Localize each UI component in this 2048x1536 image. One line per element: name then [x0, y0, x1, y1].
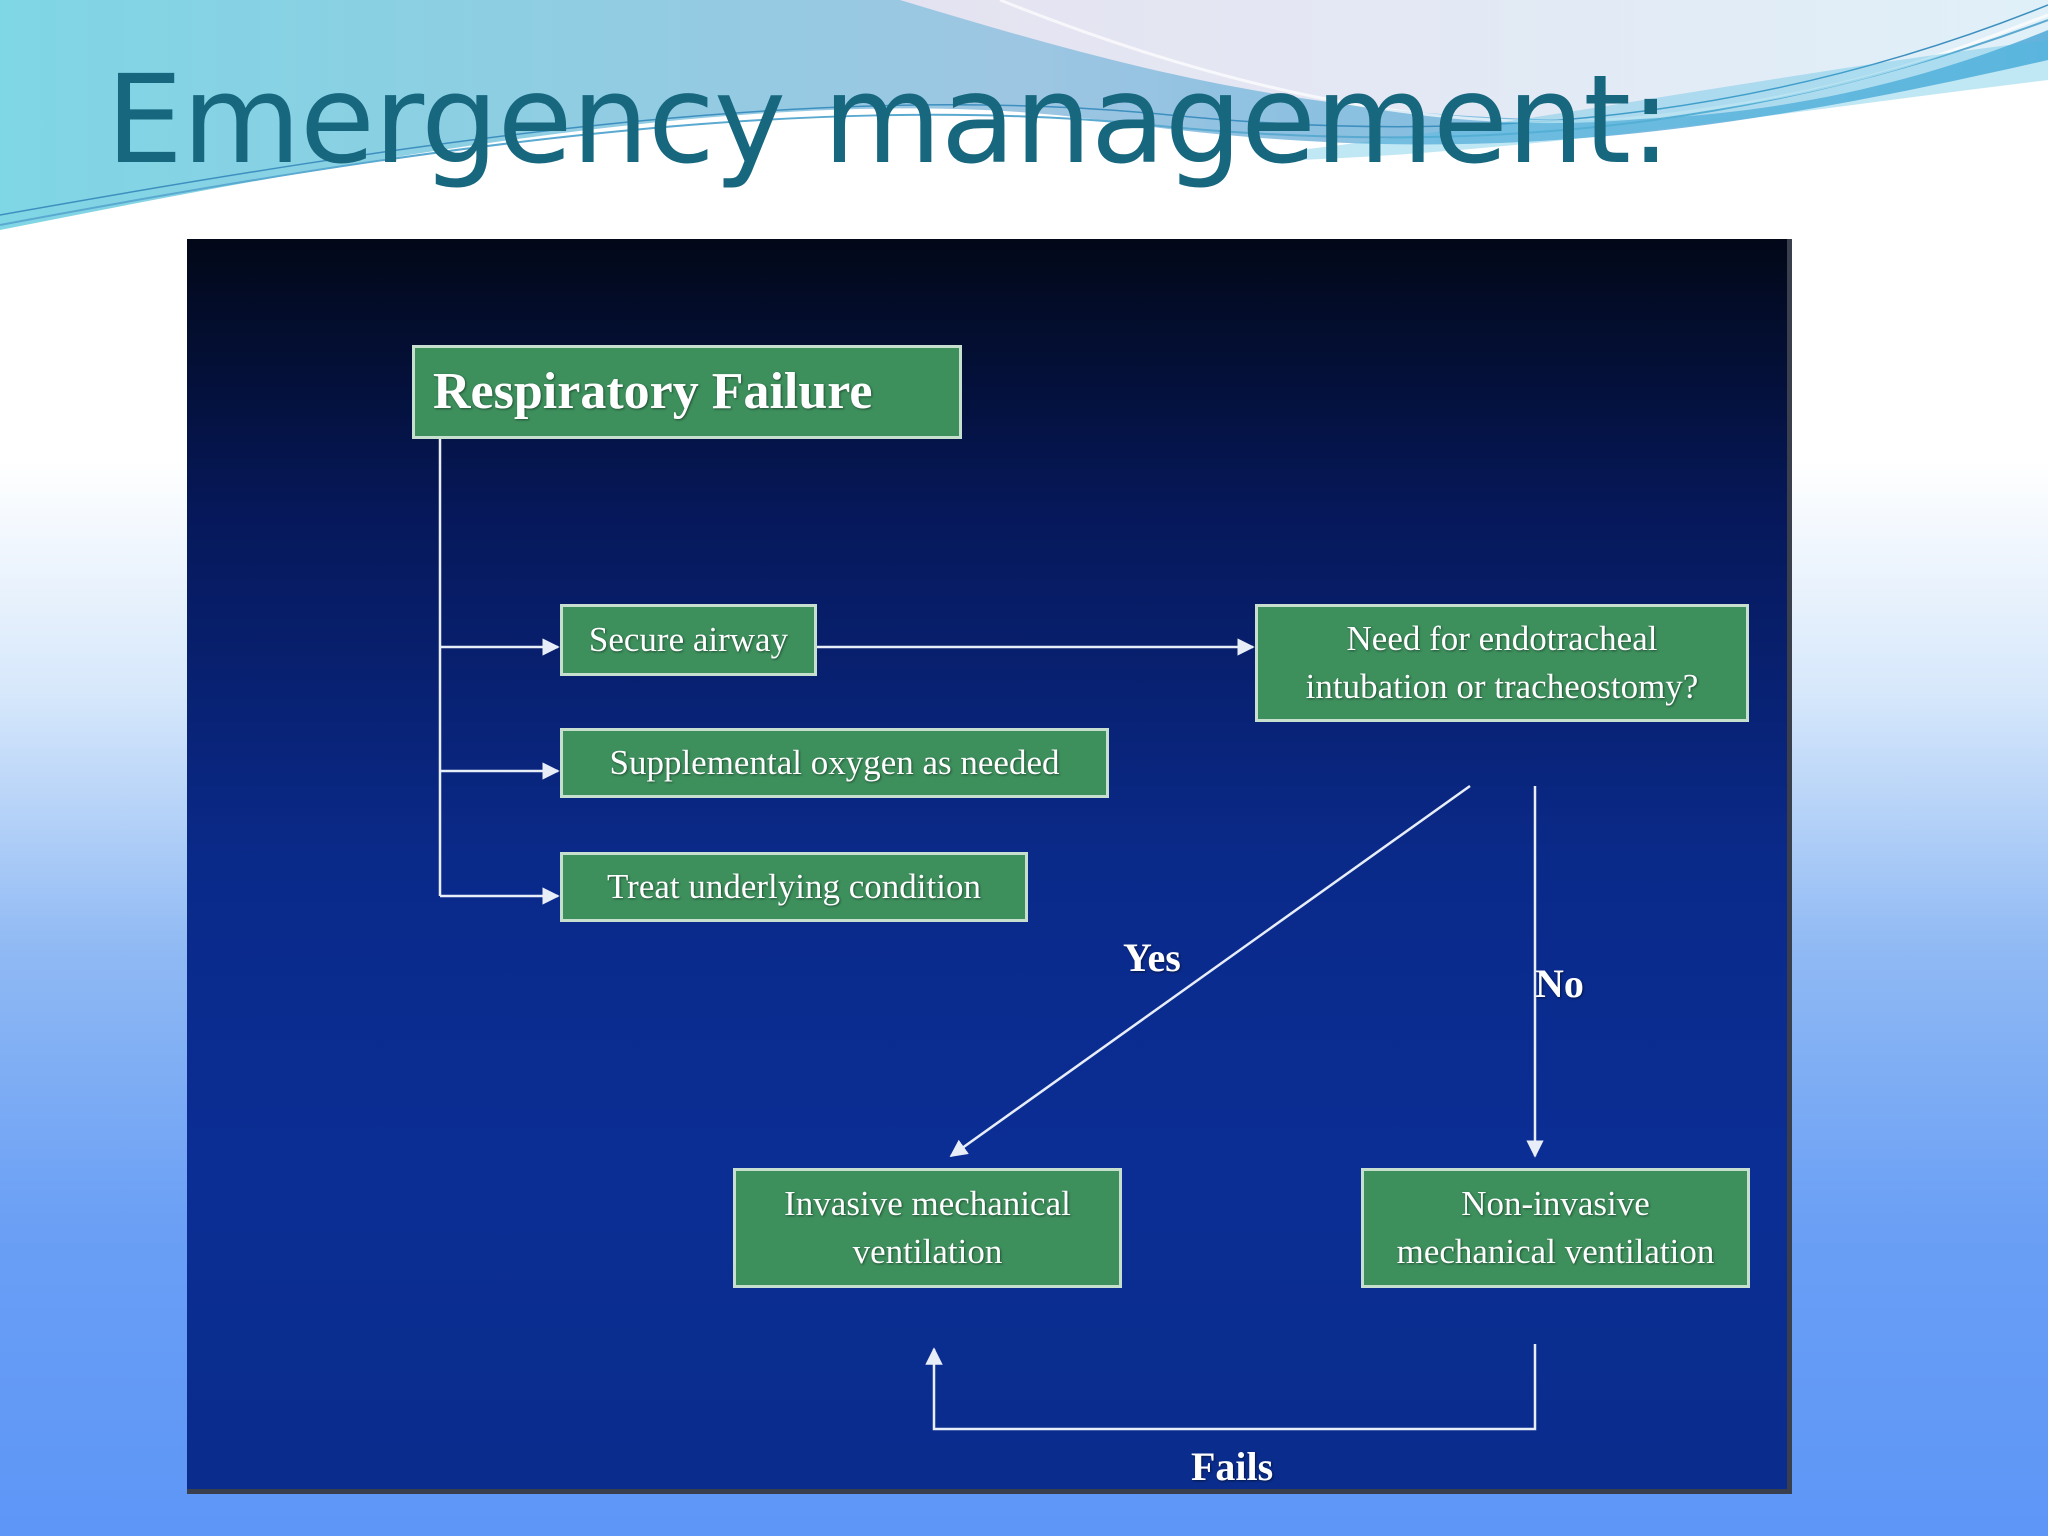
- secure-airway-node: Secure airway: [560, 604, 817, 676]
- noninvasive-line-2: mechanical ventilation: [1396, 1232, 1715, 1271]
- supplemental-oxygen-node: Supplemental oxygen as needed: [560, 728, 1109, 798]
- slide-title: Emergency management:: [106, 49, 1671, 191]
- yes-edge-label: Yes: [1123, 935, 1181, 980]
- invasive-ventilation-node: Invasive mechanical ventilation: [733, 1168, 1122, 1288]
- respiratory-failure-node: Respiratory Failure: [412, 345, 962, 439]
- intubation-decision-node: Need for endotracheal intubation or trac…: [1255, 604, 1749, 722]
- title-wave-decoration: [0, 0, 2048, 230]
- invasive-line-1: Invasive mechanical: [784, 1184, 1071, 1223]
- noninvasive-line-1: Non-invasive: [1461, 1184, 1650, 1223]
- noninvasive-ventilation-node: Non-invasive mechanical ventilation: [1361, 1168, 1750, 1288]
- secure-airway-label: Secure airway: [588, 620, 789, 659]
- arrow-yes-to-invasive: [949, 784, 1471, 1158]
- respiratory-failure-label: Respiratory Failure: [433, 363, 873, 420]
- invasive-line-2: ventilation: [852, 1232, 1003, 1271]
- treat-underlying-condition-label: Treat underlying condition: [607, 867, 981, 906]
- decision-line-2: intubation or tracheostomy?: [1305, 667, 1699, 706]
- no-edge-label: No: [1535, 961, 1584, 1006]
- fails-edge-label: Fails: [1191, 1444, 1274, 1489]
- decision-line-1: Need for endotracheal: [1346, 619, 1658, 658]
- treat-underlying-condition-node: Treat underlying condition: [560, 852, 1028, 922]
- flowchart-connectors: [438, 439, 1544, 1431]
- flowchart-panel: Respiratory Failure Secure airway Supple…: [187, 239, 1792, 1494]
- supplemental-oxygen-label: Supplemental oxygen as needed: [609, 743, 1060, 782]
- arrow-fails-to-invasive: [925, 1344, 1537, 1431]
